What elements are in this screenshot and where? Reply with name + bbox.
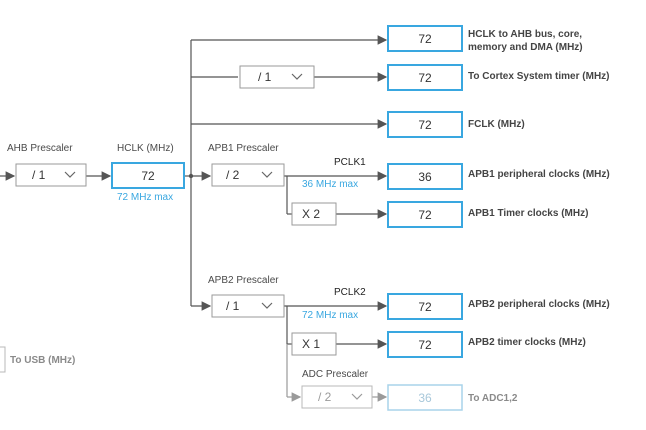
output-apb2-timer: 72 xyxy=(387,331,463,358)
pclk1-label: PCLK1 xyxy=(334,157,366,168)
output-cortex-value: 72 xyxy=(418,71,432,85)
pclk1-max-label: 36 MHz max xyxy=(302,179,358,190)
chevron-down-icon xyxy=(351,393,363,400)
wires xyxy=(0,35,388,402)
apb2-prescaler-select[interactable]: / 1 xyxy=(211,294,285,318)
cortex-divider-value: / 1 xyxy=(258,70,272,84)
chevron-down-icon xyxy=(261,302,273,309)
output-apb2-timer-label: APB2 timer clocks (MHz) xyxy=(468,337,586,348)
output-cortex: 72 xyxy=(387,64,463,91)
adc-prescaler-label: ADC Prescaler xyxy=(302,369,369,380)
output-apb2-periph: 72 xyxy=(387,293,463,320)
output-apb1-periph: 36 xyxy=(387,163,463,190)
apb2-timer-multiplier: X 1 xyxy=(291,332,337,356)
output-adc-value: 36 xyxy=(418,391,432,405)
output-ahb: 72 xyxy=(387,25,463,52)
output-apb1-periph-label: APB1 peripheral clocks (MHz) xyxy=(468,169,610,180)
usb-label: To USB (MHz) xyxy=(10,355,75,366)
hclk-input[interactable]: 72 xyxy=(111,162,185,189)
output-ahb-label-line2: memory and DMA (MHz) xyxy=(468,42,583,53)
pclk2-label: PCLK2 xyxy=(334,287,366,298)
apb2-prescaler-label: APB2 Prescaler xyxy=(208,275,279,286)
usb-output xyxy=(0,346,6,373)
cortex-divider-select[interactable]: / 1 xyxy=(239,65,315,89)
apb2-timer-multiplier-value: X 1 xyxy=(302,337,320,351)
apb1-timer-multiplier-value: X 2 xyxy=(302,207,320,221)
output-apb2-periph-value: 72 xyxy=(418,300,432,314)
chevron-down-icon xyxy=(291,73,303,80)
output-ahb-label-line1: HCLK to AHB bus, core, xyxy=(468,29,582,40)
apb2-prescaler-value: / 1 xyxy=(226,299,240,313)
ahb-prescaler-label: AHB Prescaler xyxy=(7,143,73,154)
chevron-down-icon xyxy=(64,171,76,178)
apb1-timer-multiplier: X 2 xyxy=(291,202,337,226)
adc-prescaler-value: / 2 xyxy=(318,390,332,404)
output-adc: 36 xyxy=(387,384,463,411)
hclk-max-label: 72 MHz max xyxy=(117,192,173,203)
output-fclk-value: 72 xyxy=(418,118,432,132)
apb1-prescaler-value: / 2 xyxy=(226,168,240,182)
ahb-prescaler-select[interactable]: / 1 xyxy=(15,163,87,187)
pclk2-max-label: 72 MHz max xyxy=(302,310,358,321)
output-ahb-value: 72 xyxy=(418,32,432,46)
hclk-value: 72 xyxy=(141,169,155,183)
output-apb1-timer-value: 72 xyxy=(418,208,432,222)
output-fclk-label: FCLK (MHz) xyxy=(468,119,525,130)
adc-prescaler-select[interactable]: / 2 xyxy=(301,385,373,409)
hclk-label: HCLK (MHz) xyxy=(117,143,174,154)
output-fclk: 72 xyxy=(387,111,463,138)
output-apb2-periph-label: APB2 peripheral clocks (MHz) xyxy=(468,299,610,310)
ahb-prescaler-value: / 1 xyxy=(32,168,46,182)
chevron-down-icon xyxy=(261,171,273,178)
output-adc-label: To ADC1,2 xyxy=(468,393,518,404)
output-apb2-timer-value: 72 xyxy=(418,338,432,352)
apb1-prescaler-label: APB1 Prescaler xyxy=(208,143,279,154)
output-apb1-timer: 72 xyxy=(387,201,463,228)
apb1-prescaler-select[interactable]: / 2 xyxy=(211,163,285,187)
output-cortex-label: To Cortex System timer (MHz) xyxy=(468,71,610,82)
output-apb1-timer-label: APB1 Timer clocks (MHz) xyxy=(468,208,588,219)
output-apb1-periph-value: 36 xyxy=(418,170,432,184)
